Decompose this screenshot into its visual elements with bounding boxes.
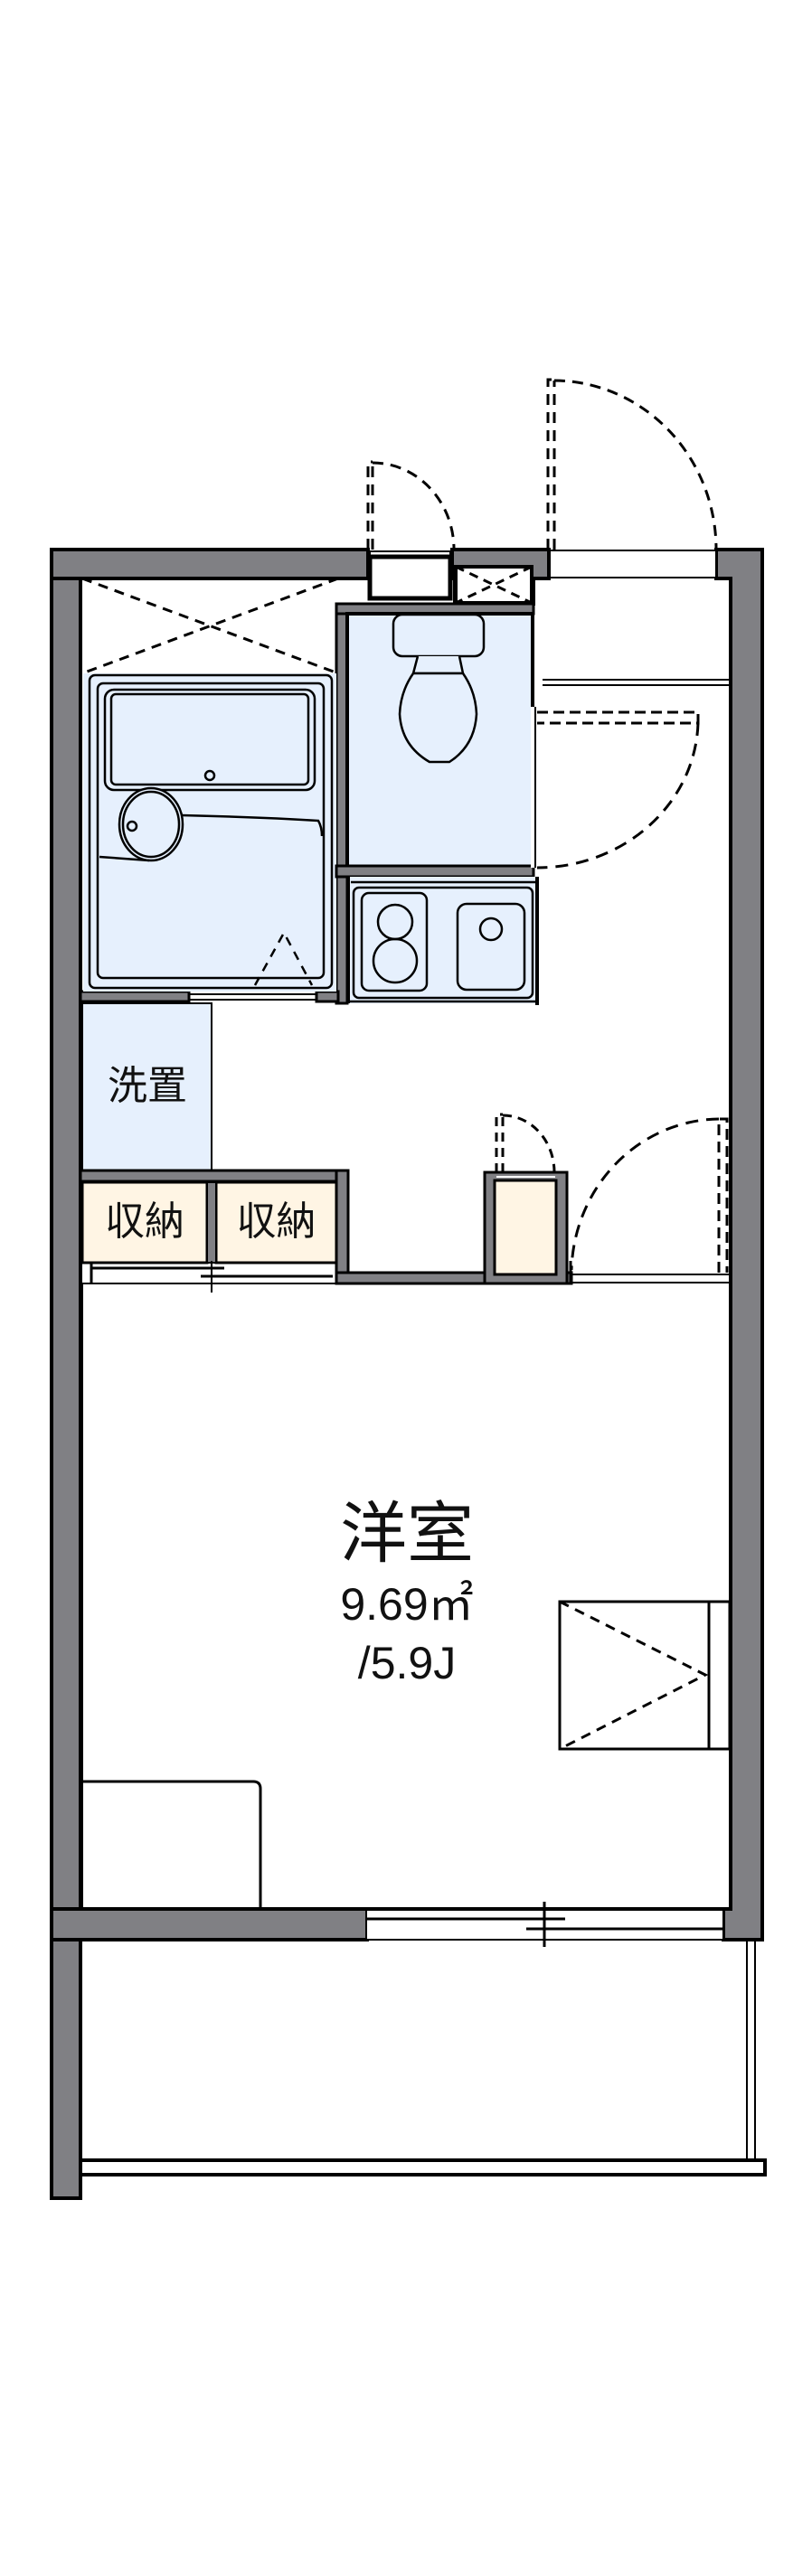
unit-bath	[83, 673, 336, 992]
room-area-m2: 9.69㎡	[340, 1579, 474, 1630]
bath-door-opening	[189, 993, 316, 1001]
desk	[81, 1780, 262, 1909]
room-area-jo: /5.9J	[357, 1638, 457, 1688]
bath-upper-void	[81, 577, 370, 675]
top-window	[367, 550, 453, 601]
kitchen-counter	[346, 877, 539, 1005]
genkan	[543, 679, 731, 686]
door-swing-top-small	[366, 460, 456, 550]
storage-1-label: 収納	[105, 1199, 184, 1245]
room-door-swing	[569, 1117, 731, 1283]
balcony	[79, 1940, 767, 2176]
washer-space	[81, 1002, 212, 1172]
entrance-opening	[535, 550, 717, 580]
room-name-label: 洋室	[340, 1495, 474, 1573]
interior-wall-bath	[79, 602, 535, 1005]
sink-icon	[456, 902, 526, 992]
pipe-shaft	[454, 565, 533, 605]
balcony-window	[365, 1902, 724, 1947]
toilet-icon	[392, 613, 486, 764]
washer-space-label: 洗置	[108, 1063, 187, 1109]
stove-icon	[360, 891, 429, 992]
closet	[483, 1170, 569, 1285]
storage-2-label: 収納	[236, 1199, 316, 1245]
closet-door-swing	[495, 1113, 556, 1172]
toilet-door-swing	[531, 707, 700, 870]
storage-block	[79, 1169, 350, 1293]
entrance-door-swing	[546, 378, 718, 550]
cabinet	[558, 1600, 732, 1751]
